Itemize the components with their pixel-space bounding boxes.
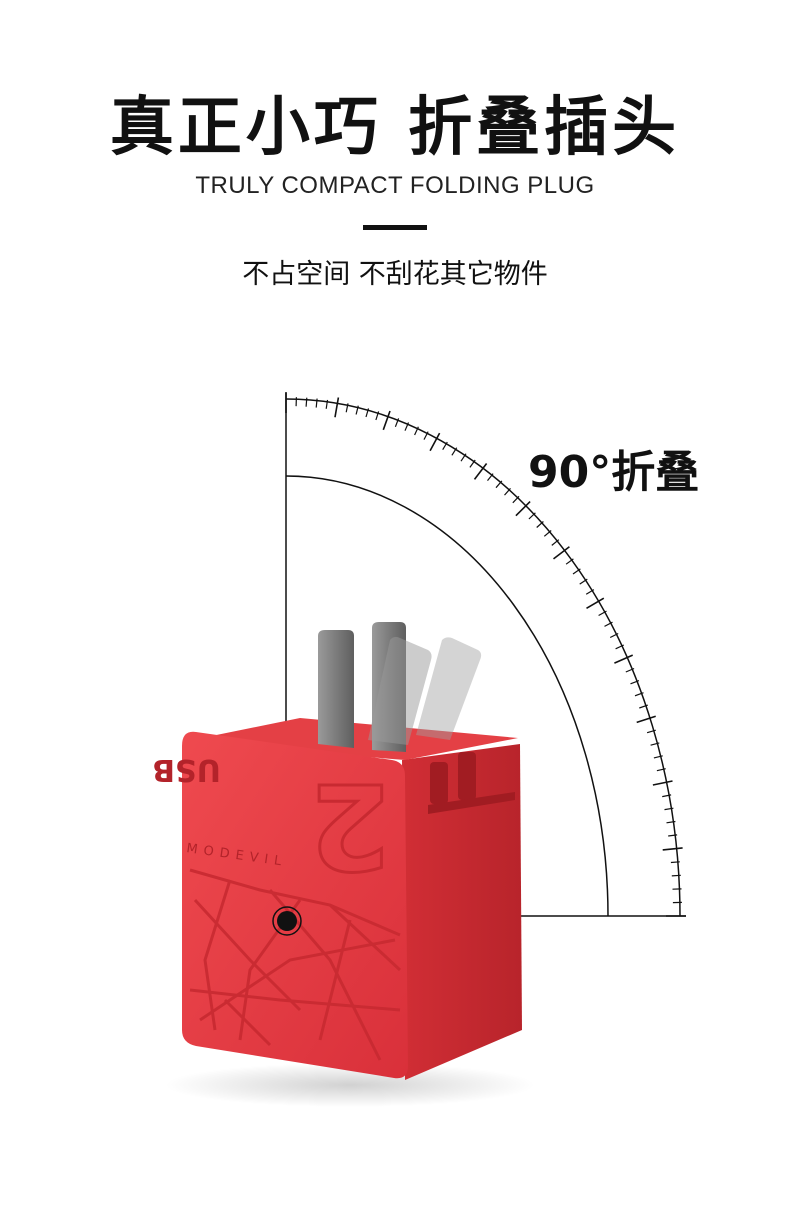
protractor-tick [382,410,391,431]
protractor-tick [429,432,441,452]
protractor-tick [585,589,595,595]
protractor-tick [653,755,663,759]
protractor-tick [305,397,308,407]
tagline: 不占空间 不刮花其它物件 [242,259,548,290]
protractor-tick [515,501,531,517]
protractor-tick [414,426,419,436]
protractor-tick [543,530,552,537]
protractor-tick [671,874,681,877]
usb-label: USB [152,752,221,787]
protractor-tick [630,680,640,685]
protractor-tick [442,441,448,451]
protractor-tick [662,847,683,851]
protractor-tick [553,546,570,560]
protractor-tick [460,453,467,462]
protractor-tick [504,487,511,496]
protractor-tick [473,463,488,480]
protractor-tick [598,610,607,617]
plug-prongs [318,622,482,752]
title-divider [363,225,427,230]
protractor-tick [615,644,625,650]
pivot-point [277,911,297,931]
protractor-tick [614,654,634,664]
protractor-tick [636,715,656,724]
protractor-tick [375,411,380,421]
protractor-tick [315,398,318,408]
prong-folding-right [416,637,482,740]
protractor-tick [639,704,648,709]
protractor-tick [365,408,370,418]
protractor-tick [325,399,329,409]
protractor-tick [666,820,676,824]
protractor-tick [551,539,560,546]
protractor-tick [656,768,666,772]
protractor-tick [586,597,605,609]
folding-plug: 2 USB MODEVIL [152,718,522,1080]
protractor-tick [536,521,544,528]
fold-angle-label: 90°折叠 [528,447,700,498]
protractor-tick [609,632,619,639]
protractor-tick [604,621,613,627]
protractor-tick [487,473,494,481]
protractor-tick [451,447,458,456]
protractor-tick [423,431,429,440]
protractor-tick [528,512,536,520]
protractor-tick [579,578,588,585]
protractor-inner-arc [285,475,609,917]
protractor-ticks [285,393,686,917]
protractor-tick [662,794,672,798]
prong-upright-left [318,630,354,748]
protractor-tick [495,480,503,489]
protractor-tick [404,422,410,431]
protractor-tick [394,418,400,428]
page-subtitle: TRULY COMPACT FOLDING PLUG [195,172,595,199]
protractor-tick [646,729,656,734]
protractor-tick [345,403,349,413]
protractor-tick [334,397,340,418]
protractor-tick [670,861,680,864]
protractor-tick [355,405,359,415]
protractor-tick [652,780,673,786]
protractor-tick [664,807,674,811]
protractor-tick [572,568,581,575]
protractor-tick [512,495,520,504]
protractor-tick [650,742,660,746]
protractor-tick [469,459,476,468]
page-title: 真正小巧 折叠插头 [109,91,681,165]
protractor-tick [668,834,678,837]
protractor-tick [634,692,644,697]
prong-folding-mid [368,636,432,745]
model-number: 2 [309,757,391,895]
protractor-tick [625,667,635,673]
protractor-tick [565,558,574,565]
